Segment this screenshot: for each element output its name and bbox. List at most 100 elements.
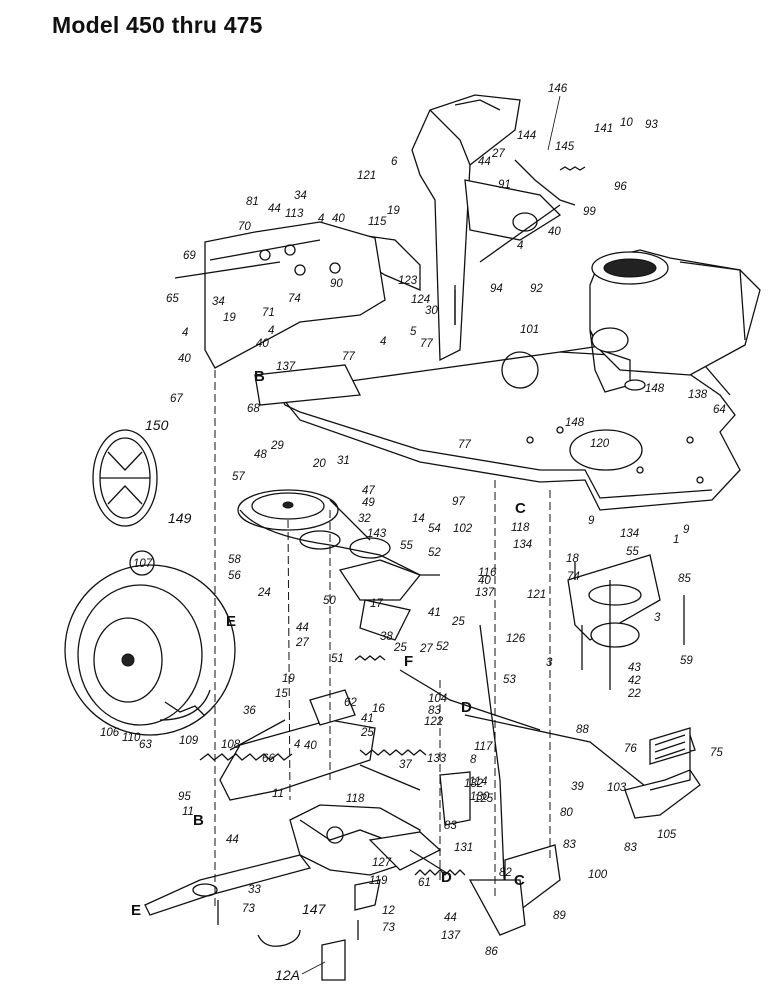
callout-91: 91 bbox=[498, 179, 511, 191]
callout-145: 145 bbox=[555, 141, 575, 153]
callout-38: 38 bbox=[380, 631, 393, 643]
callout-101: 101 bbox=[520, 324, 539, 336]
callout-77c: 77 bbox=[458, 439, 471, 451]
callout-90: 90 bbox=[330, 278, 343, 290]
callout-117: 117 bbox=[474, 741, 493, 753]
blade-drive-pulley bbox=[567, 554, 685, 670]
callout-77b: 77 bbox=[342, 351, 355, 363]
callout-131: 131 bbox=[454, 842, 473, 854]
callout-4b: 4 bbox=[318, 213, 324, 225]
callout-49: 49 bbox=[362, 497, 375, 509]
callout-56: 56 bbox=[228, 570, 241, 582]
callout-118b: 118 bbox=[346, 793, 365, 805]
callout-132: 132 bbox=[464, 778, 484, 790]
callout-47: 47 bbox=[362, 485, 375, 497]
callout-44d: 44 bbox=[226, 834, 239, 846]
callout-86: 86 bbox=[485, 946, 498, 958]
callout-36: 36 bbox=[243, 705, 256, 717]
diagram-title: Model 450 thru 475 bbox=[52, 12, 263, 38]
callout-25a: 25 bbox=[451, 616, 465, 628]
alignment-lines bbox=[214, 370, 551, 910]
callout-33: 33 bbox=[248, 884, 261, 896]
callout-66: 66 bbox=[262, 753, 275, 765]
callout-96: 96 bbox=[614, 181, 627, 193]
callout-34b: 34 bbox=[212, 296, 225, 308]
callout-100: 100 bbox=[588, 869, 608, 881]
callout-80: 80 bbox=[560, 807, 573, 819]
callout-95: 95 bbox=[178, 791, 191, 803]
callout-9b: 9 bbox=[683, 524, 690, 536]
callout-C2: C bbox=[514, 872, 525, 889]
callout-67: 67 bbox=[170, 393, 183, 405]
callout-106: 106 bbox=[100, 727, 120, 739]
callout-48: 48 bbox=[254, 449, 267, 461]
callout-B2: B bbox=[193, 812, 204, 829]
callout-41a: 41 bbox=[428, 607, 441, 619]
callout-44e: 44 bbox=[444, 912, 457, 924]
callout-103: 103 bbox=[607, 782, 627, 794]
callout-4a: 4 bbox=[517, 240, 523, 252]
callout-137a: 137 bbox=[276, 361, 296, 373]
callout-107: 107 bbox=[133, 558, 153, 570]
callout-5: 5 bbox=[410, 326, 417, 338]
rear-wheel bbox=[64, 564, 236, 736]
callout-94: 94 bbox=[490, 283, 503, 295]
callout-22: 22 bbox=[627, 688, 641, 700]
callout-97: 97 bbox=[452, 496, 465, 508]
callout-69: 69 bbox=[183, 250, 196, 262]
callout-4f: 4 bbox=[294, 739, 300, 751]
callout-15: 15 bbox=[275, 688, 288, 700]
callout-42: 42 bbox=[628, 675, 641, 687]
callout-83b: 83 bbox=[563, 839, 576, 851]
callout-113: 113 bbox=[285, 208, 304, 220]
callout-73b: 73 bbox=[382, 922, 395, 934]
callout-11a: 11 bbox=[182, 806, 194, 818]
callout-147: 147 bbox=[302, 901, 327, 917]
callout-133: 133 bbox=[427, 753, 447, 765]
callout-3a: 3 bbox=[654, 612, 661, 624]
callout-75: 75 bbox=[710, 747, 723, 759]
callout-65: 65 bbox=[166, 293, 179, 305]
callout-120: 120 bbox=[590, 438, 610, 450]
callout-118a: 118 bbox=[511, 522, 530, 534]
engine bbox=[589, 249, 761, 393]
callout-37: 37 bbox=[399, 759, 412, 771]
callout-74a: 74 bbox=[288, 293, 301, 305]
callout-83c: 83 bbox=[624, 842, 637, 854]
callout-115: 115 bbox=[368, 216, 387, 228]
callout-93: 93 bbox=[645, 119, 658, 131]
callout-19a: 19 bbox=[387, 205, 400, 217]
callout-12: 12 bbox=[382, 905, 395, 917]
callout-123: 123 bbox=[398, 275, 418, 287]
callout-51: 51 bbox=[331, 653, 344, 665]
callout-82: 82 bbox=[499, 867, 512, 879]
callout-146: 146 bbox=[548, 83, 568, 95]
callout-68: 68 bbox=[247, 403, 260, 415]
callout-119: 119 bbox=[369, 875, 388, 887]
callout-149: 149 bbox=[168, 510, 192, 526]
steering-tower bbox=[359, 94, 576, 362]
callout-F: F bbox=[404, 653, 413, 670]
callout-137c: 137 bbox=[441, 930, 461, 942]
callout-122: 122 bbox=[424, 716, 444, 728]
callout-104: 104 bbox=[428, 693, 447, 705]
wheel-cover bbox=[92, 429, 158, 527]
callout-83d: 83 bbox=[444, 820, 457, 832]
callout-D1: D bbox=[461, 699, 472, 716]
callout-1: 1 bbox=[673, 534, 679, 546]
callout-6: 6 bbox=[391, 156, 398, 168]
callout-121b: 121 bbox=[527, 589, 546, 601]
callout-40e: 40 bbox=[478, 575, 491, 587]
callout-125: 125 bbox=[474, 793, 494, 805]
callout-16: 16 bbox=[372, 703, 385, 715]
callout-29: 29 bbox=[270, 440, 284, 452]
callout-62: 62 bbox=[344, 697, 357, 709]
callout-43: 43 bbox=[628, 662, 641, 674]
callout-76: 76 bbox=[624, 743, 637, 755]
callout-44c: 44 bbox=[296, 622, 309, 634]
callout-85: 85 bbox=[678, 573, 691, 585]
springs bbox=[199, 166, 586, 876]
callout-4c: 4 bbox=[380, 336, 386, 348]
callout-41b: 41 bbox=[361, 713, 374, 725]
